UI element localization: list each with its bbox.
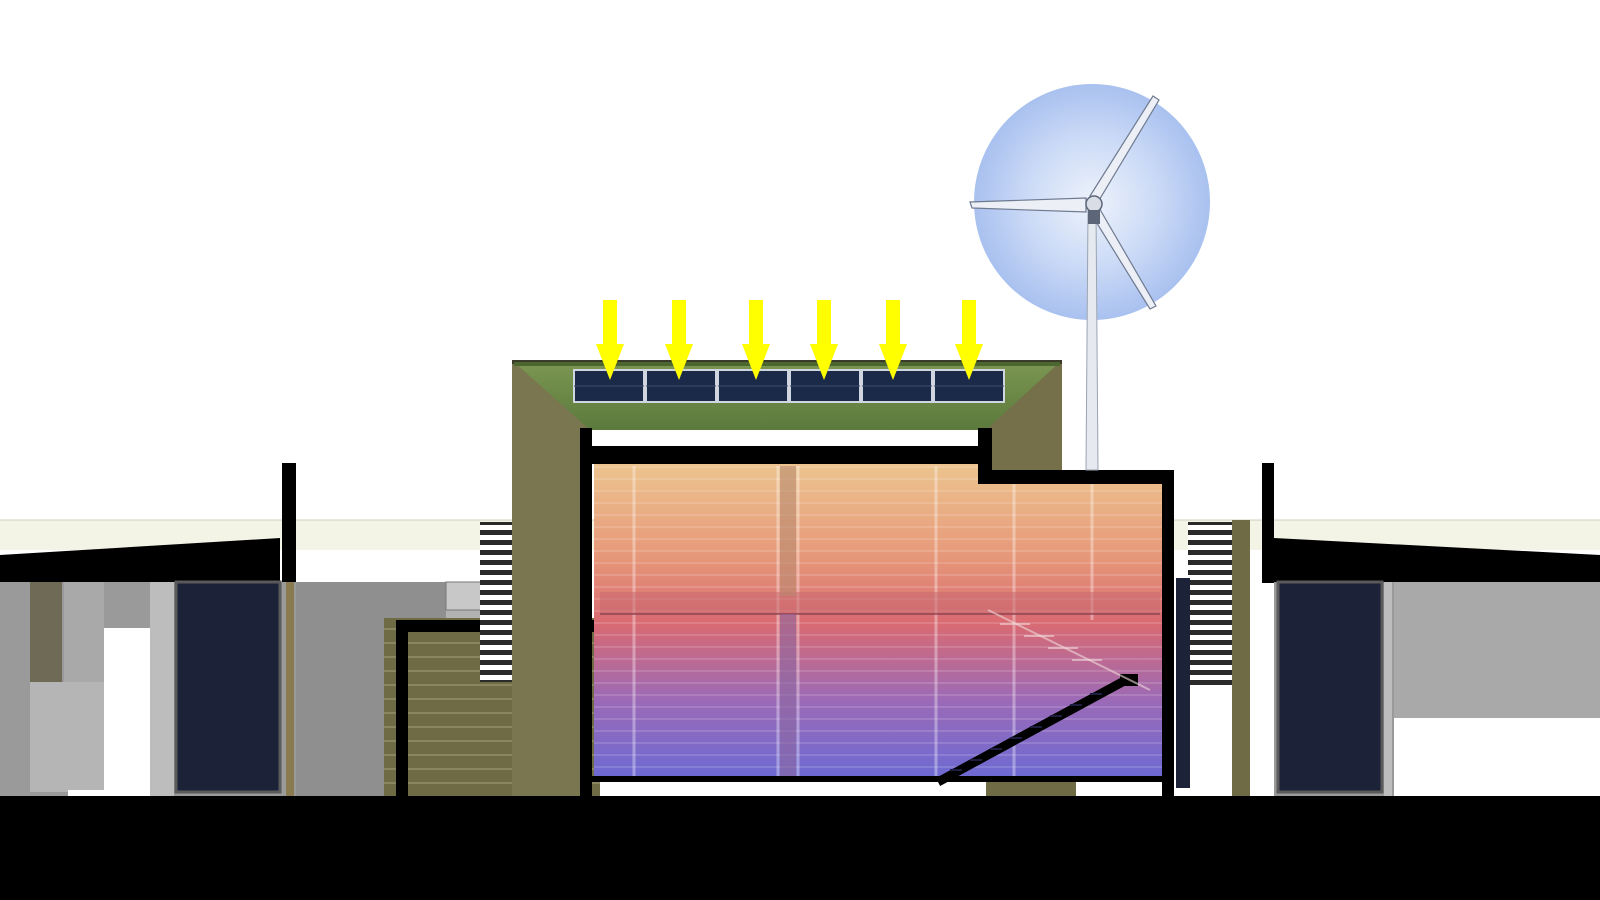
right-wall-cladding — [1232, 520, 1250, 798]
sun-arrow — [665, 300, 693, 380]
ground-slab — [0, 796, 1600, 900]
section-structure — [580, 428, 1174, 798]
solar-panel — [645, 369, 717, 403]
sun-arrows — [596, 300, 983, 380]
sun-arrow — [955, 300, 983, 380]
right-louvers — [1188, 522, 1232, 690]
sun-arrow — [879, 300, 907, 380]
left-louvers — [480, 522, 512, 682]
turbine-nacelle — [1088, 210, 1100, 224]
sun-arrow — [596, 300, 624, 380]
sun-arrow — [810, 300, 838, 380]
right-neighbor-building — [1262, 463, 1600, 798]
wind-turbine — [969, 84, 1210, 471]
solar-panel — [717, 369, 789, 403]
turbine-tower — [1085, 209, 1099, 471]
sun-arrow — [742, 300, 770, 380]
solar-panel — [789, 369, 861, 403]
interior-volume — [594, 464, 1162, 782]
left-neighbor-building — [0, 463, 300, 798]
solar-panels — [573, 369, 1005, 403]
right-glazing-strip — [1176, 578, 1190, 788]
solar-panel — [861, 369, 933, 403]
turbine-hub — [1085, 195, 1103, 213]
interior-stair — [935, 609, 1151, 786]
